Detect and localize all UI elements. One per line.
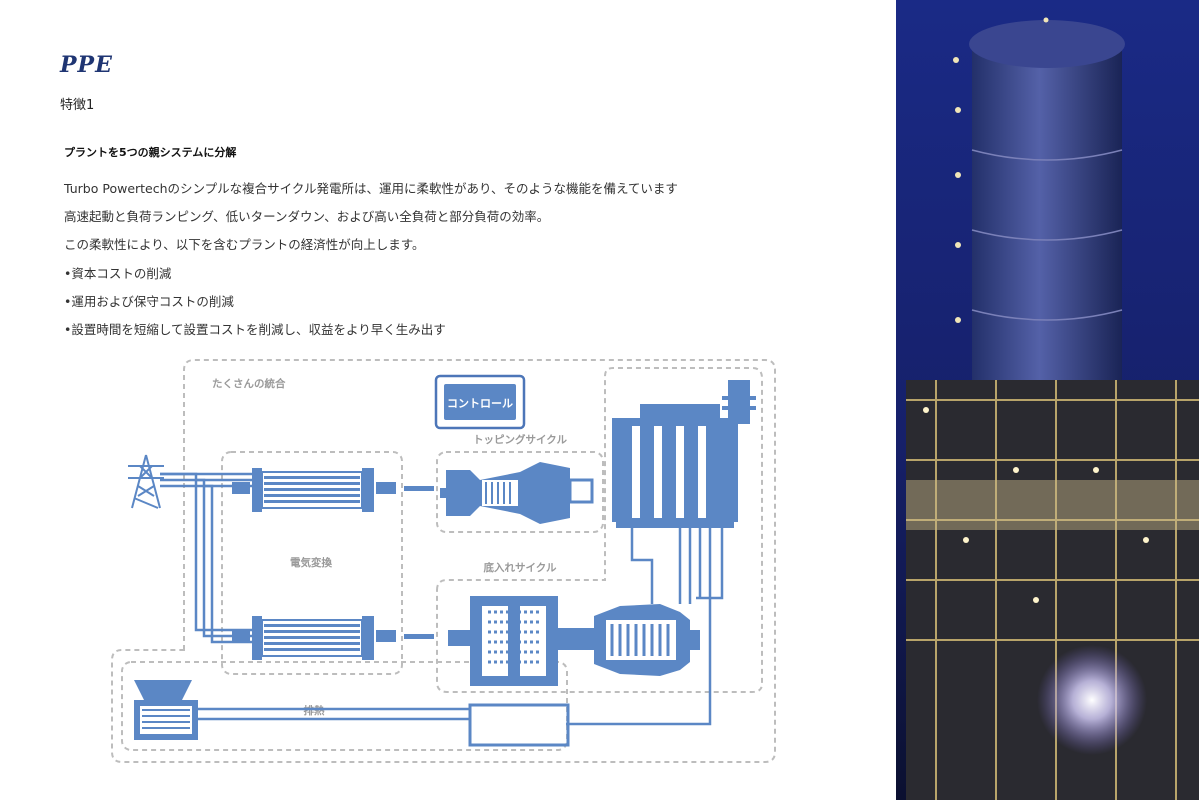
body-paragraph: 高速起動と負荷ランピング、低いターンダウン、および高い全負荷と部分負荷の効率。 bbox=[64, 209, 550, 225]
exhaust-group-border bbox=[121, 661, 568, 751]
topping-cycle-label: トッピングサイクル bbox=[473, 433, 567, 446]
bullet-item: •運用および保守コストの削減 bbox=[64, 293, 234, 309]
feature-subtitle: 特徴1 bbox=[60, 98, 95, 113]
hrsg-icon bbox=[612, 380, 756, 528]
electrical-group-border bbox=[221, 451, 403, 675]
generator-icon bbox=[232, 468, 396, 512]
body-paragraph: この柔軟性により、以下を含むプラントの経済性が向上します。 bbox=[64, 237, 425, 253]
bullet-item: •資本コストの削減 bbox=[64, 265, 172, 281]
gas-turbine-icon bbox=[440, 462, 594, 524]
brand-title: PPE bbox=[60, 52, 113, 78]
body-paragraph: Turbo Powertechのシンプルな複合サイクル発電所は、運用に柔軟性があ… bbox=[64, 181, 678, 196]
integration-boundary bbox=[111, 359, 776, 763]
control-box bbox=[444, 384, 516, 420]
control-box-outer bbox=[434, 374, 526, 430]
topping-cycle-group-border bbox=[436, 451, 604, 533]
exhaust-heat-label: 排熱 bbox=[304, 704, 325, 717]
power-plant-photo bbox=[896, 0, 1199, 800]
section-heading: プラントを5つの親システムに分解 bbox=[64, 146, 237, 159]
hp-steam-turbine-icon bbox=[594, 604, 700, 676]
condenser bbox=[468, 703, 570, 747]
bullet-item: •設置時間を短縮して設置コストを削減し、収益をより早く生み出す bbox=[64, 321, 446, 337]
bottoming-cycle-group-border bbox=[436, 367, 763, 693]
integration-label: たくさんの統合 bbox=[212, 377, 286, 390]
plant-system-diagram: たくさんの統合 トッピングサイクル 電気変換 底入れサイクル 排熱 コントロール bbox=[111, 359, 776, 763]
bottoming-cycle-label: 底入れサイクル bbox=[484, 561, 557, 574]
electrical-label: 電気変換 bbox=[290, 556, 332, 569]
generator-icon bbox=[232, 616, 396, 660]
control-label: コントロール bbox=[447, 397, 513, 410]
steam-turbine-icon bbox=[448, 596, 594, 686]
transmission-tower-icon bbox=[128, 454, 164, 509]
section-body: Turbo Powertechのシンプルな複合サイクル発電所は、運用に柔軟性があ… bbox=[64, 180, 824, 349]
cooling-unit-icon bbox=[134, 680, 198, 740]
